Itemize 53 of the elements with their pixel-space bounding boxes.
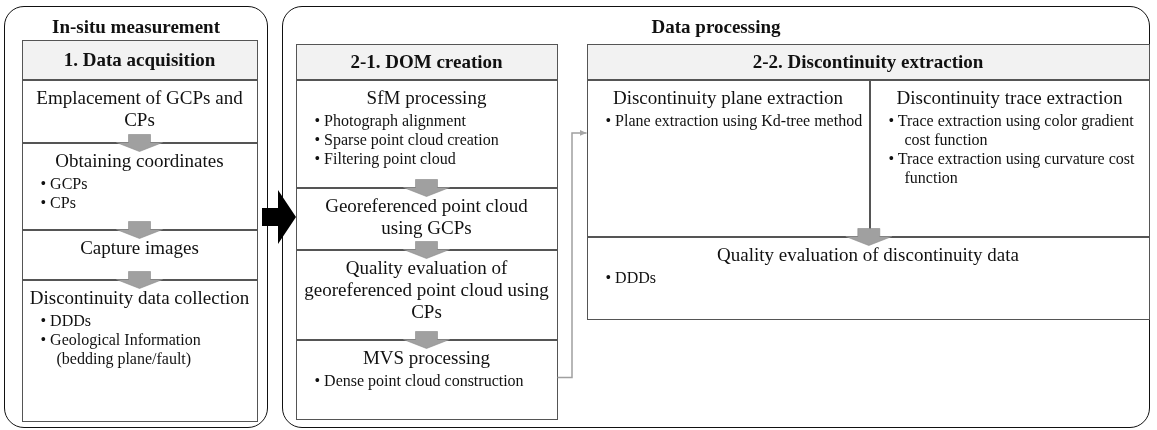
section-header bbox=[21, 39, 258, 80]
bullet-item: • Plane extraction using Kd-tree method bbox=[605, 110, 863, 131]
header-text: 2-2. Discontinuity extraction bbox=[752, 50, 984, 73]
header-text: 1. Data acquisition bbox=[63, 48, 216, 71]
step-title: Obtaining coordinates bbox=[54, 149, 225, 172]
block-arrow bbox=[262, 190, 296, 244]
step-title: Discontinuity plane extraction bbox=[611, 86, 845, 109]
bullet-item: • CPs bbox=[40, 193, 77, 213]
step-title: MVS processing bbox=[361, 346, 492, 369]
block-arrow bbox=[116, 134, 163, 152]
rounded-panel bbox=[282, 6, 1150, 428]
section-header bbox=[586, 43, 1150, 80]
header-text: 2-1. DOM creation bbox=[350, 50, 503, 73]
step-title: Emplacement of GCPs and CPs bbox=[35, 86, 244, 132]
bullet-item: • Dense point cloud construction bbox=[314, 370, 525, 391]
bullet-item: • Trace extraction using color gradient cost function bbox=[888, 110, 1135, 150]
block-arrow bbox=[403, 179, 450, 197]
step-title: Quality evaluation of discontinuity data bbox=[716, 243, 1020, 266]
process-box bbox=[295, 249, 558, 340]
process-box bbox=[869, 79, 1150, 237]
process-box bbox=[295, 79, 558, 188]
bullet-item: • Filtering point cloud bbox=[314, 149, 457, 169]
process-box bbox=[295, 187, 558, 250]
process-box bbox=[21, 229, 258, 280]
block-arrow bbox=[403, 331, 450, 349]
bullet-item: • Geological Information (bedding plane/fault) bbox=[40, 330, 202, 369]
step-title: Discontinuity trace extraction bbox=[895, 86, 1124, 109]
step-title: Discontinuity data collection bbox=[28, 286, 251, 309]
block-arrow bbox=[116, 221, 163, 239]
process-box bbox=[21, 79, 258, 143]
bullet-item: • Trace extraction using curvature cost function bbox=[888, 149, 1136, 188]
step-title: Georeferenced point cloud using GCPs bbox=[324, 194, 529, 240]
bullet-item: • Sparse point cloud creation bbox=[314, 130, 500, 150]
bullet-item: • DDDs bbox=[605, 267, 657, 288]
panel-title: In-situ measurement bbox=[51, 16, 221, 38]
section-header bbox=[295, 43, 558, 80]
block-arrow bbox=[403, 241, 450, 259]
bullet-item: • DDDs bbox=[40, 310, 92, 331]
process-box bbox=[586, 236, 1150, 320]
block-arrow bbox=[845, 228, 893, 246]
connector-arrow bbox=[556, 129, 588, 379]
process-box bbox=[21, 142, 258, 230]
bullet-item: • GCPs bbox=[40, 173, 89, 194]
process-box bbox=[21, 279, 258, 422]
panel-title: Data processing bbox=[650, 16, 782, 38]
process-box bbox=[295, 339, 558, 420]
step-title: Capture images bbox=[79, 236, 200, 259]
bullet-item: • Photograph alignment bbox=[314, 110, 467, 131]
process-box bbox=[586, 79, 870, 237]
step-title: Quality evaluation of georeferenced point cloud using CPs bbox=[303, 256, 550, 324]
step-title: SfM processing bbox=[365, 86, 488, 109]
rounded-panel bbox=[4, 6, 268, 428]
block-arrow bbox=[116, 271, 163, 289]
